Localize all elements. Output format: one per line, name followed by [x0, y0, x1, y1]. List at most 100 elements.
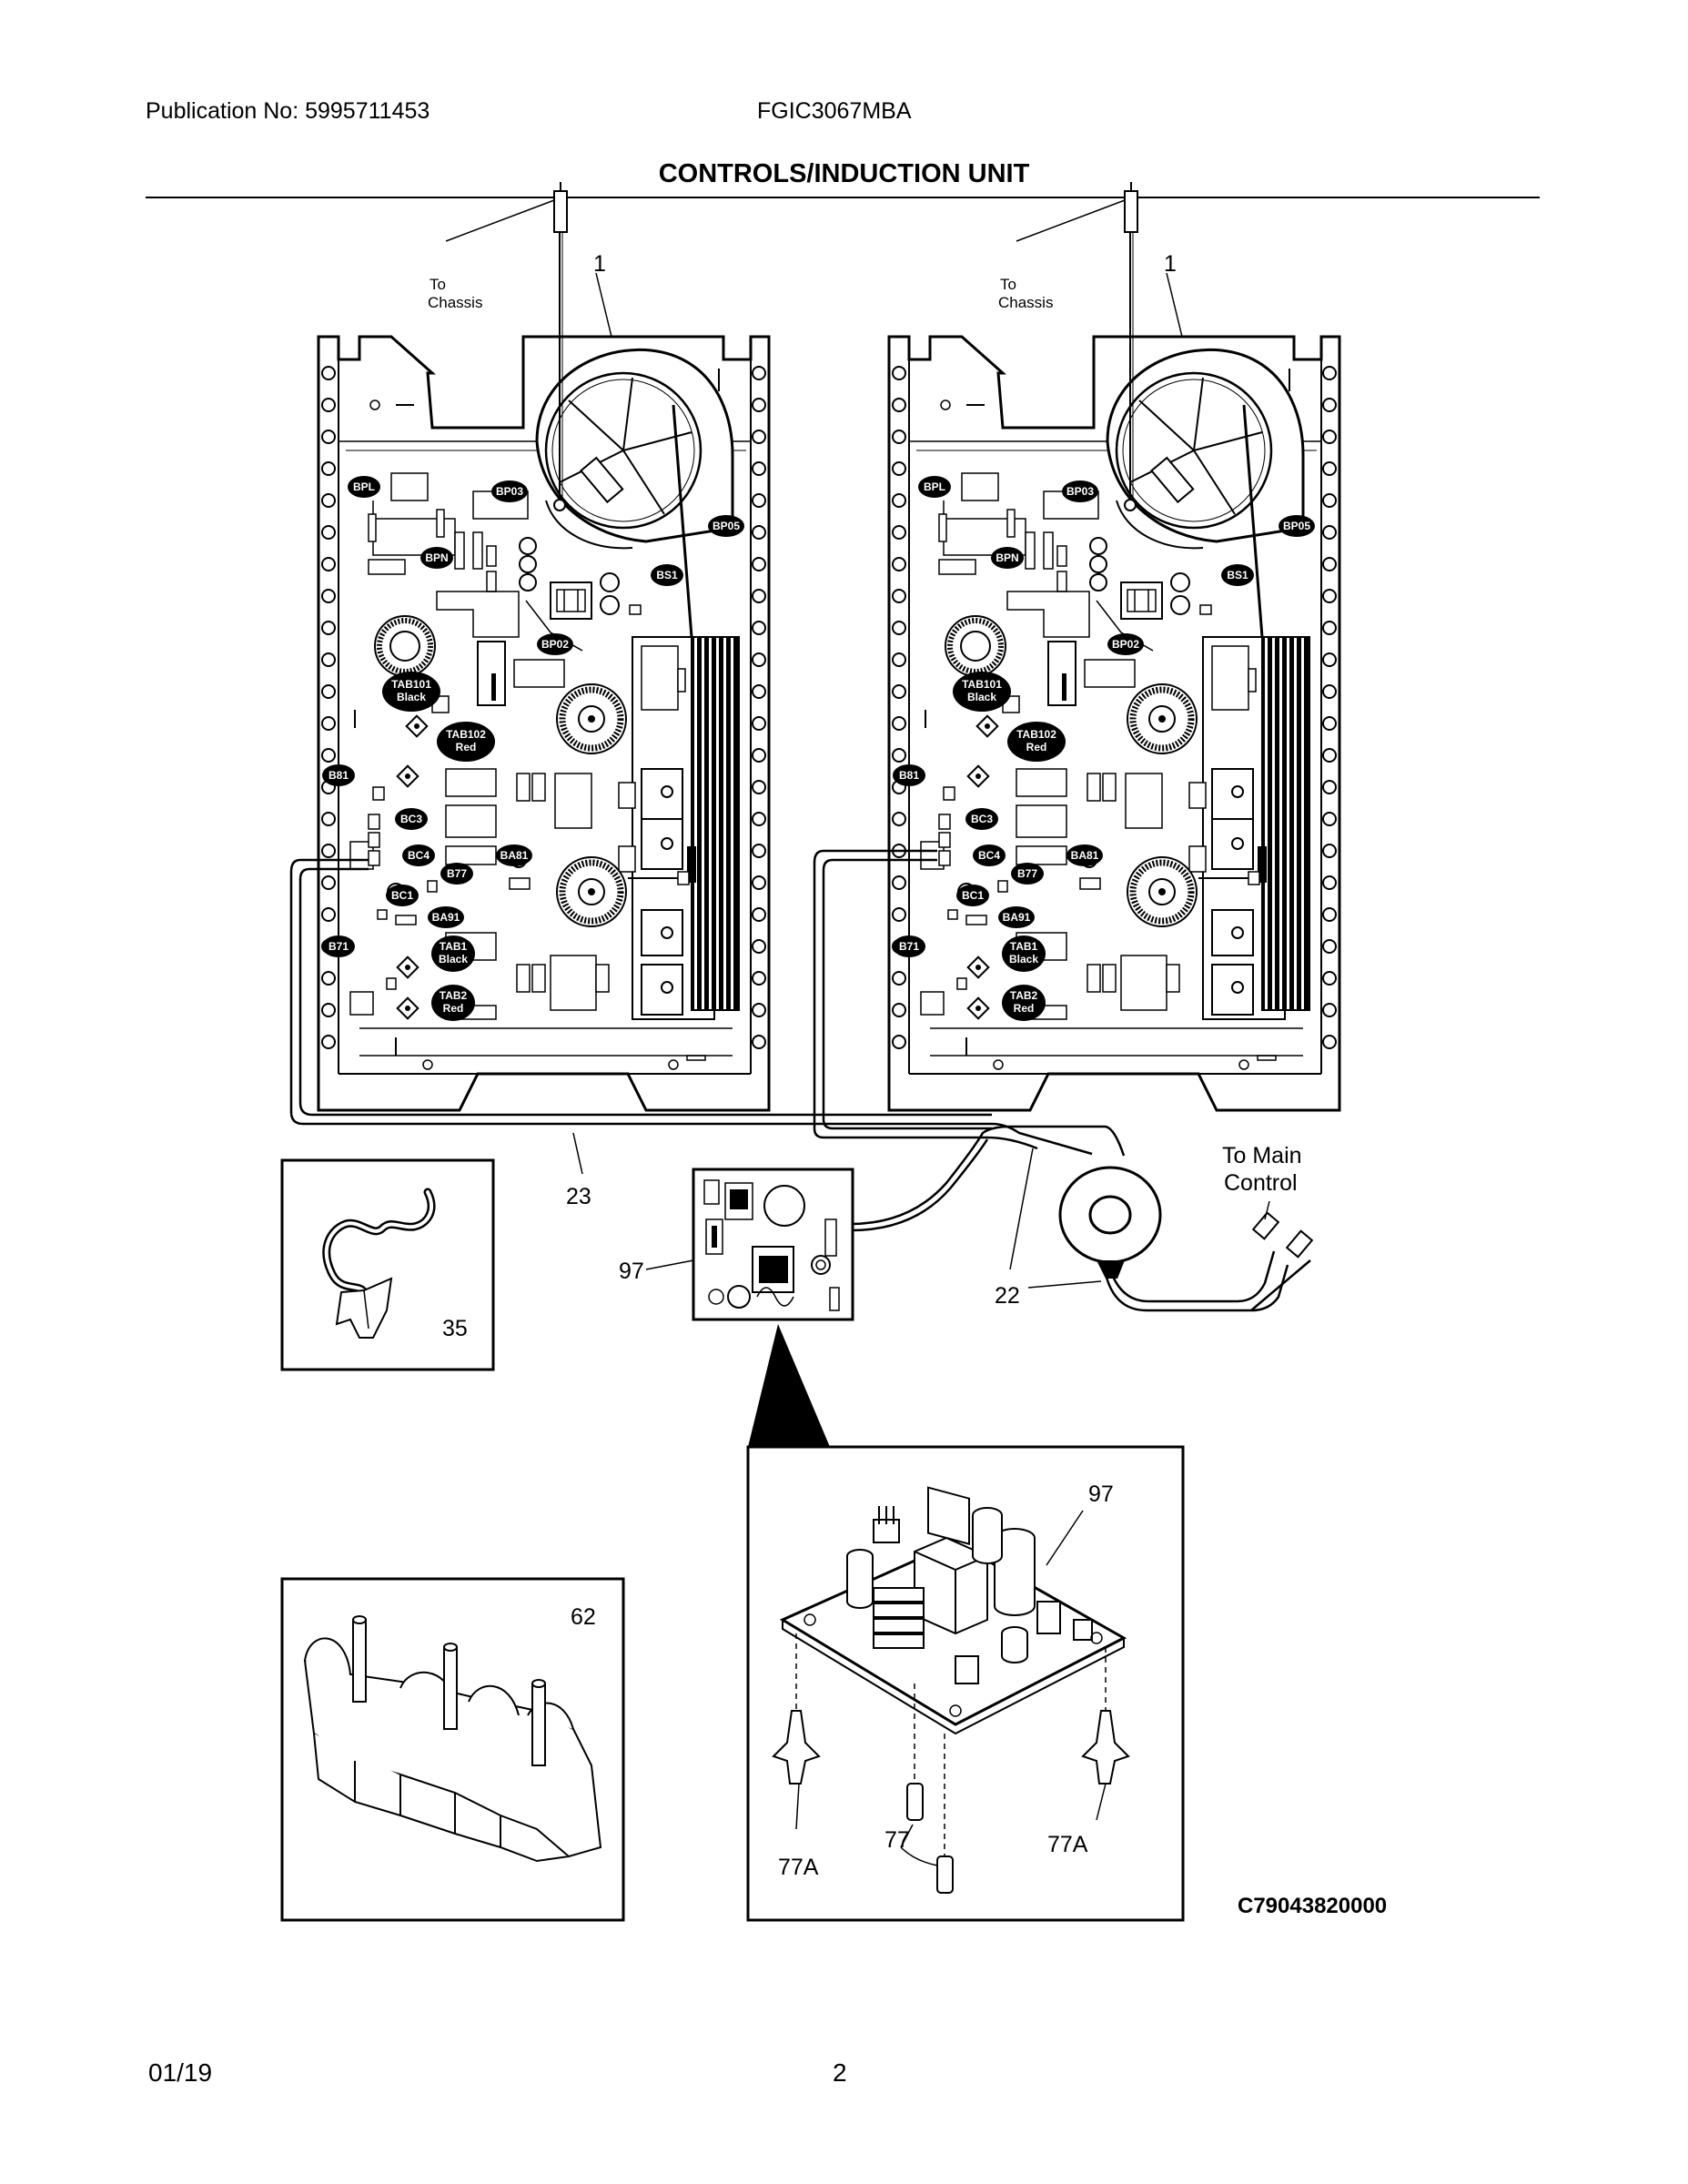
induction-unit-right: To Chassis 1 BPL BP03 BPN BP05 BS1 BP02 …	[889, 182, 1339, 1110]
connector-bc1: BC1	[956, 885, 989, 906]
callout-1: 1	[1164, 251, 1177, 277]
svg-text:BP05: BP05	[1283, 520, 1310, 532]
svg-text:BS1: BS1	[656, 569, 678, 581]
connector-bp05: BP05	[708, 515, 744, 537]
publication-number: Publication No: 5995711453	[146, 98, 430, 124]
callout-62: 62	[571, 1604, 596, 1630]
svg-text:TAB101: TAB101	[962, 678, 1002, 691]
connector-b77: B77	[1011, 863, 1044, 885]
figure-id: C79043820000	[1238, 1894, 1387, 1918]
svg-text:Black: Black	[1009, 953, 1038, 966]
connector-bs1: BS1	[651, 564, 683, 586]
chassis-label-chassis: Chassis	[998, 294, 1053, 311]
main-control-line1: To Main	[1222, 1143, 1302, 1168]
svg-text:Black: Black	[439, 953, 468, 966]
connector-bc3: BC3	[395, 808, 428, 830]
board-detail-box	[746, 1445, 1185, 1922]
connector-ba81: BA81	[1066, 844, 1103, 866]
induction-unit-left: To Chassis 1 BPL BP03 BPN BP05 BS1 BP02 …	[318, 182, 769, 1110]
callout-35: 35	[442, 1316, 468, 1341]
svg-text:BA81: BA81	[1071, 849, 1099, 862]
svg-text:BPL: BPL	[353, 480, 375, 493]
connector-bp03: BP03	[1062, 480, 1098, 502]
svg-text:B81: B81	[329, 769, 349, 782]
connector-ba91: BA91	[998, 906, 1035, 928]
svg-text:TAB102: TAB102	[1016, 728, 1056, 741]
control-board-97	[692, 1168, 854, 1321]
model-number: FGIC3067MBA	[757, 98, 912, 124]
svg-text:BP05: BP05	[713, 520, 740, 532]
svg-text:BP03: BP03	[496, 485, 523, 498]
connector-b77: B77	[440, 863, 473, 885]
footer-date: 01/19	[148, 2058, 213, 2087]
svg-text:Black: Black	[967, 691, 996, 703]
connector-ba91: BA91	[428, 906, 464, 928]
callout-97-detail: 97	[1088, 1481, 1114, 1507]
svg-text:TAB2: TAB2	[440, 989, 468, 1002]
svg-text:TAB1: TAB1	[440, 940, 468, 953]
svg-text:Black: Black	[397, 691, 426, 703]
svg-text:B71: B71	[899, 940, 919, 953]
harness-22	[813, 849, 1311, 1312]
connector-ba81: BA81	[496, 844, 532, 866]
connector-bpl: BPL	[918, 476, 951, 498]
clip-35-box	[280, 1158, 495, 1371]
svg-text:BC1: BC1	[962, 889, 984, 902]
svg-text:BPN: BPN	[425, 551, 448, 564]
svg-text:TAB1: TAB1	[1010, 940, 1038, 953]
svg-text:B77: B77	[1017, 867, 1037, 880]
callout-23: 23	[566, 1184, 591, 1209]
svg-text:BC4: BC4	[978, 849, 1000, 862]
chassis-label-to: To	[430, 276, 446, 293]
callout-77a-left: 77A	[778, 1855, 819, 1880]
svg-text:BPL: BPL	[924, 480, 945, 493]
connector-bp03: BP03	[491, 480, 528, 502]
connector-b71: B71	[893, 935, 925, 957]
callout-22: 22	[995, 1283, 1020, 1309]
main-control-line2: Control	[1224, 1170, 1298, 1196]
connector-bc4: BC4	[402, 844, 435, 866]
connector-bpn: BPN	[991, 547, 1024, 569]
callout-77: 77	[884, 1827, 910, 1853]
svg-text:BC4: BC4	[408, 849, 430, 862]
connector-bc4: BC4	[973, 844, 1006, 866]
svg-text:BP03: BP03	[1066, 485, 1094, 498]
svg-text:B81: B81	[899, 769, 919, 782]
connector-bpn: BPN	[420, 547, 453, 569]
ferrite-ring	[1058, 1166, 1162, 1279]
title-rule	[146, 197, 1540, 198]
svg-text:BC3: BC3	[400, 813, 422, 825]
holder-62-box	[280, 1577, 625, 1922]
svg-text:BC1: BC1	[391, 889, 413, 902]
chassis-label-chassis: Chassis	[428, 294, 482, 311]
svg-text:TAB101: TAB101	[391, 678, 431, 691]
connector-b81: B81	[893, 764, 925, 786]
svg-text:Red: Red	[1026, 741, 1047, 753]
page-title: CONTROLS/INDUCTION UNIT	[658, 159, 1030, 188]
svg-text:BC3: BC3	[971, 813, 993, 825]
svg-text:Red: Red	[443, 1002, 464, 1015]
svg-text:BP02: BP02	[541, 638, 569, 651]
connector-bc3: BC3	[965, 808, 998, 830]
svg-text:BP02: BP02	[1112, 638, 1139, 651]
svg-text:BPN: BPN	[996, 551, 1018, 564]
chassis-label-to: To	[1000, 276, 1016, 293]
connector-bp05: BP05	[1279, 515, 1315, 537]
svg-text:BA91: BA91	[432, 911, 460, 924]
svg-text:BA91: BA91	[1003, 911, 1031, 924]
connector-bc1: BC1	[386, 885, 419, 906]
detail-arrow	[748, 1324, 830, 1447]
connector-bs1: BS1	[1221, 564, 1254, 586]
callout-1: 1	[593, 251, 606, 277]
connector-bp02: BP02	[537, 633, 573, 655]
svg-text:TAB102: TAB102	[446, 728, 486, 741]
main-control-connectors	[1251, 1200, 1314, 1259]
